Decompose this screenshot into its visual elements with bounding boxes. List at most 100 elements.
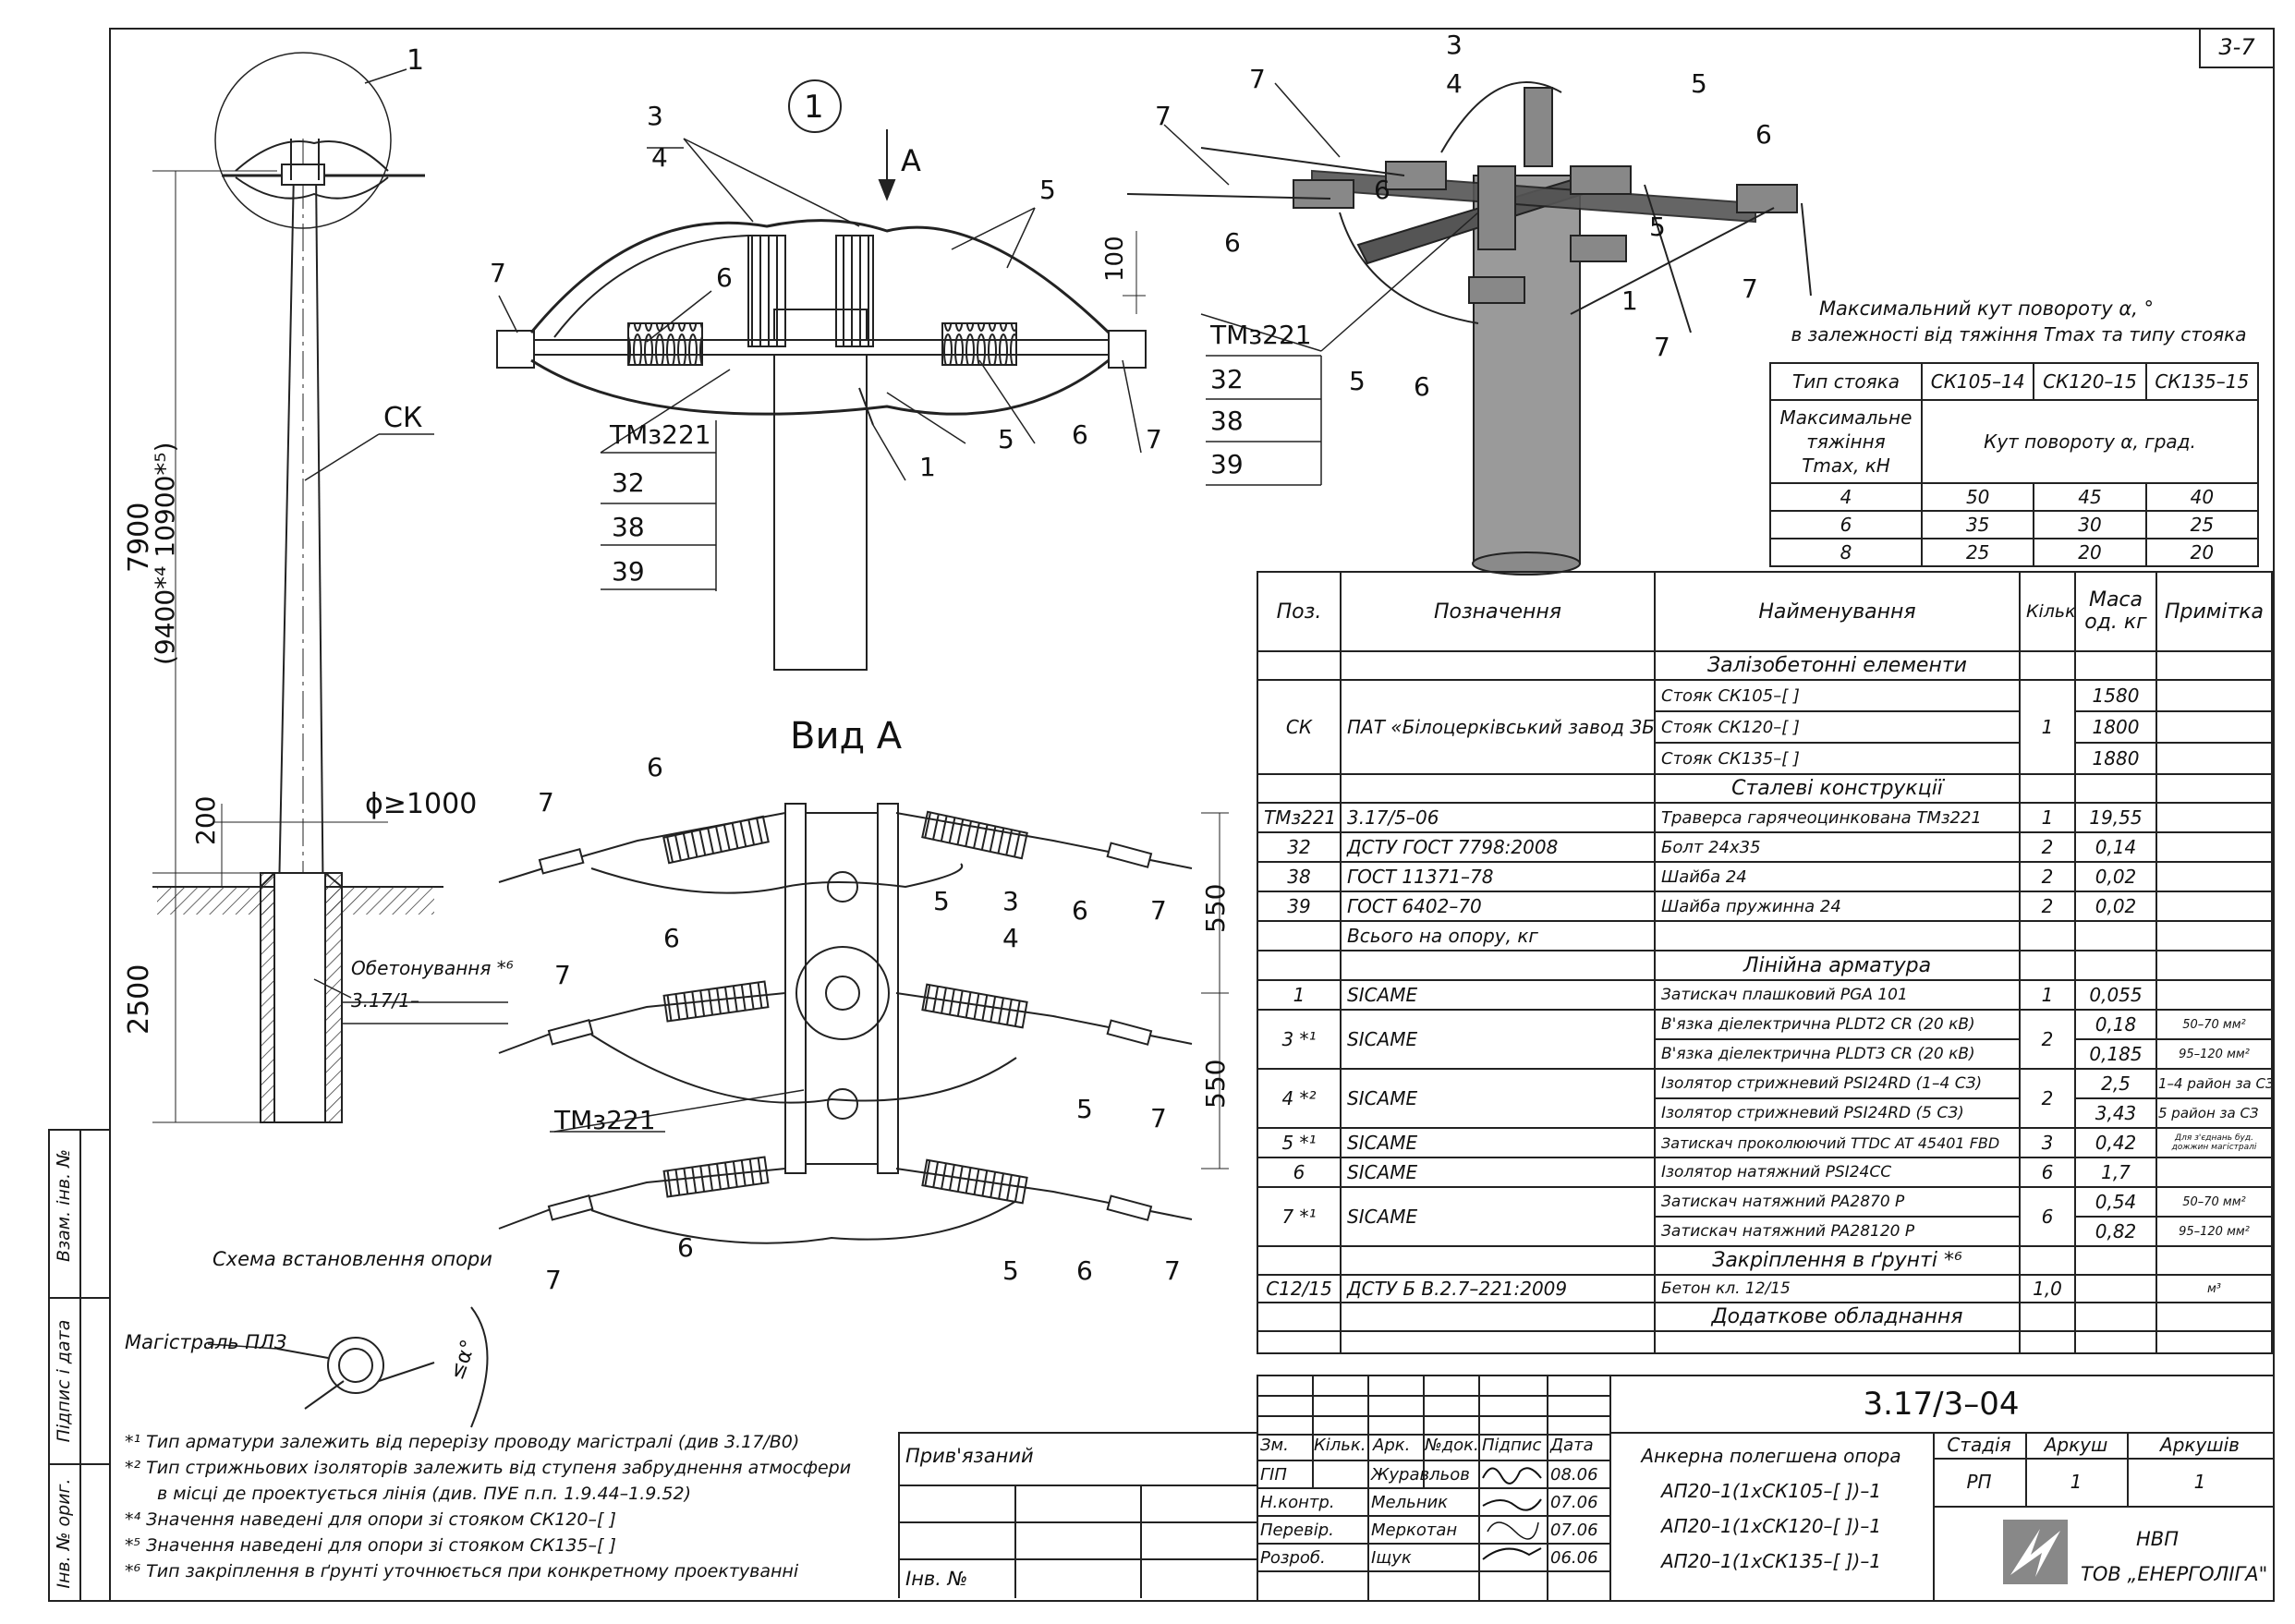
note-6: *⁶ Тип закріплення в ґрунті уточнюється … <box>125 1561 799 1582</box>
tb-head-sign: Підпис <box>1482 1436 1542 1455</box>
iso-callout-5c: 5 <box>1349 366 1366 396</box>
tb-name-3: Меркотан <box>1371 1521 1458 1540</box>
title-line-4: АП20–1(1хСК135–[ ])–1 <box>1660 1550 1882 1572</box>
iso-callout-4: 4 <box>1446 68 1463 99</box>
angle-head-type: Тип стояка <box>1769 362 1923 401</box>
iso-b32: 32 <box>1210 364 1244 394</box>
view-arrow-label: A <box>901 143 921 178</box>
angle-table: Тип стояка СК105–14 СК120–15 СК135–15 Ма… <box>1769 362 2260 567</box>
pole-label-ck: СК <box>383 402 422 434</box>
angle-caption-1: Максимальний кут повороту α, ° <box>1818 297 2155 320</box>
callout-pole-1: 1 <box>407 44 424 77</box>
inv-label: Інв. № <box>905 1568 968 1590</box>
view-a-7d: 7 <box>1150 1103 1167 1133</box>
detail-callout-5b: 5 <box>998 424 1014 454</box>
view-a-6d: 6 <box>677 1232 694 1263</box>
section-ground: Закріплення в ґрунті *⁶ <box>1654 1245 2021 1276</box>
view-a-7c: 7 <box>554 960 571 990</box>
tb-head-qty: Кільк. <box>1314 1436 1366 1455</box>
title-line-3: АП20–1(1хСК120–[ ])–1 <box>1660 1515 1882 1537</box>
iso-callout-7c: 7 <box>1742 273 1758 304</box>
tb-head-zm: Зм. <box>1260 1436 1289 1455</box>
view-a-6c: 6 <box>663 923 680 953</box>
spec-table: Поз. Позначення Найменування Кільк. Маса… <box>1257 571 2273 1354</box>
iso-callout-6d: 6 <box>1414 371 1430 402</box>
iso-tm: ТМз221 <box>1209 320 1312 350</box>
tb-head-doc: №док. <box>1425 1436 1479 1455</box>
detail-b32: 32 <box>612 467 645 498</box>
detail-callout-5: 5 <box>1039 175 1056 205</box>
concrete-label: Обетонування *⁶ <box>351 957 514 979</box>
install-scheme-drawing <box>207 1306 489 1428</box>
tb-role-3: Перевір. <box>1260 1521 1334 1540</box>
note-2b: в місці де проектується лінія (див. ПУЕ … <box>157 1484 692 1504</box>
table-row: Стояк СК120–[ ]1800 <box>1257 710 2273 744</box>
iso-callout-6c: 6 <box>1224 227 1241 258</box>
pole-drawing <box>152 52 508 1123</box>
tb-sheets-head: Аркушів <box>2160 1434 2240 1456</box>
detail-callout-6a: 6 <box>716 262 733 293</box>
note-5: *⁵ Значення наведені для опори зі стояко… <box>125 1535 616 1556</box>
detail-callout-7b: 7 <box>1146 424 1162 454</box>
iso-callout-7b: 7 <box>1155 101 1172 131</box>
tb-stage: РП <box>1966 1471 1992 1493</box>
tb-head-date: Дата <box>1550 1436 1594 1455</box>
iso-b39: 39 <box>1210 449 1244 479</box>
tb-name-2: Мельник <box>1371 1493 1449 1512</box>
view-a-5b: 5 <box>1076 1094 1093 1124</box>
tb-date-2: 07.06 <box>1550 1493 1598 1512</box>
table-row: Всього на опору, кг <box>1257 920 2273 951</box>
org-line-1: НВП <box>2136 1528 2179 1550</box>
tb-date-4: 06.06 <box>1550 1548 1598 1568</box>
concrete-ref: 3.17/1– <box>351 989 419 1012</box>
install-main-line: Магістраль ПЛЗ <box>125 1331 286 1353</box>
table-row: В'язка діелектрична PLDT3 CR (20 кВ)0,18… <box>1257 1038 2273 1070</box>
iso-drawing <box>1126 80 1812 576</box>
sheet-code: 3-7 <box>2199 28 2273 68</box>
tb-sheet: 1 <box>2070 1471 2082 1493</box>
view-a-6b: 6 <box>1072 895 1088 926</box>
detail-tm: ТМз221 <box>609 419 711 450</box>
tb-stage-head: Стадія <box>1947 1434 2011 1456</box>
bound-label: Прив'язаний <box>905 1445 1034 1467</box>
angle-type-3: СК135–15 <box>2144 362 2260 401</box>
view-a-7f: 7 <box>1164 1255 1181 1286</box>
dim-2500: 2500 <box>123 964 155 1035</box>
view-a-7b: 7 <box>1150 895 1167 926</box>
angle-head-angle: Кут повороту α, град. <box>1921 399 2259 484</box>
iso-callout-1: 1 <box>1621 285 1638 316</box>
detail-dim-100: 100 <box>1101 236 1129 282</box>
detail-number: 1 <box>804 89 824 126</box>
detail-1-drawing <box>496 79 1147 671</box>
detail-callout-3: 3 <box>647 101 663 131</box>
tb-name-1: Журавльов <box>1371 1465 1470 1485</box>
install-angle: ≤α° <box>445 1337 481 1383</box>
detail-callout-6b: 6 <box>1072 419 1088 450</box>
title-line-2: АП20–1(1хСК105–[ ])–1 <box>1660 1480 1882 1502</box>
detail-b38: 38 <box>612 512 645 542</box>
iso-callout-6a: 6 <box>1755 119 1772 150</box>
view-a-drawing <box>498 803 1229 1244</box>
iso-callout-7d: 7 <box>1654 332 1670 362</box>
view-a-3: 3 <box>1002 886 1019 916</box>
title-line-1: Анкерна полегшена опора <box>1641 1445 1901 1467</box>
detail-callout-4: 4 <box>651 142 668 173</box>
bound-stamp: Прив'язаний Інв. № <box>898 1432 1258 1598</box>
drawing-frame <box>109 28 2275 1602</box>
view-a-6a: 6 <box>647 752 663 782</box>
tb-name-4: Іщук <box>1371 1548 1412 1568</box>
